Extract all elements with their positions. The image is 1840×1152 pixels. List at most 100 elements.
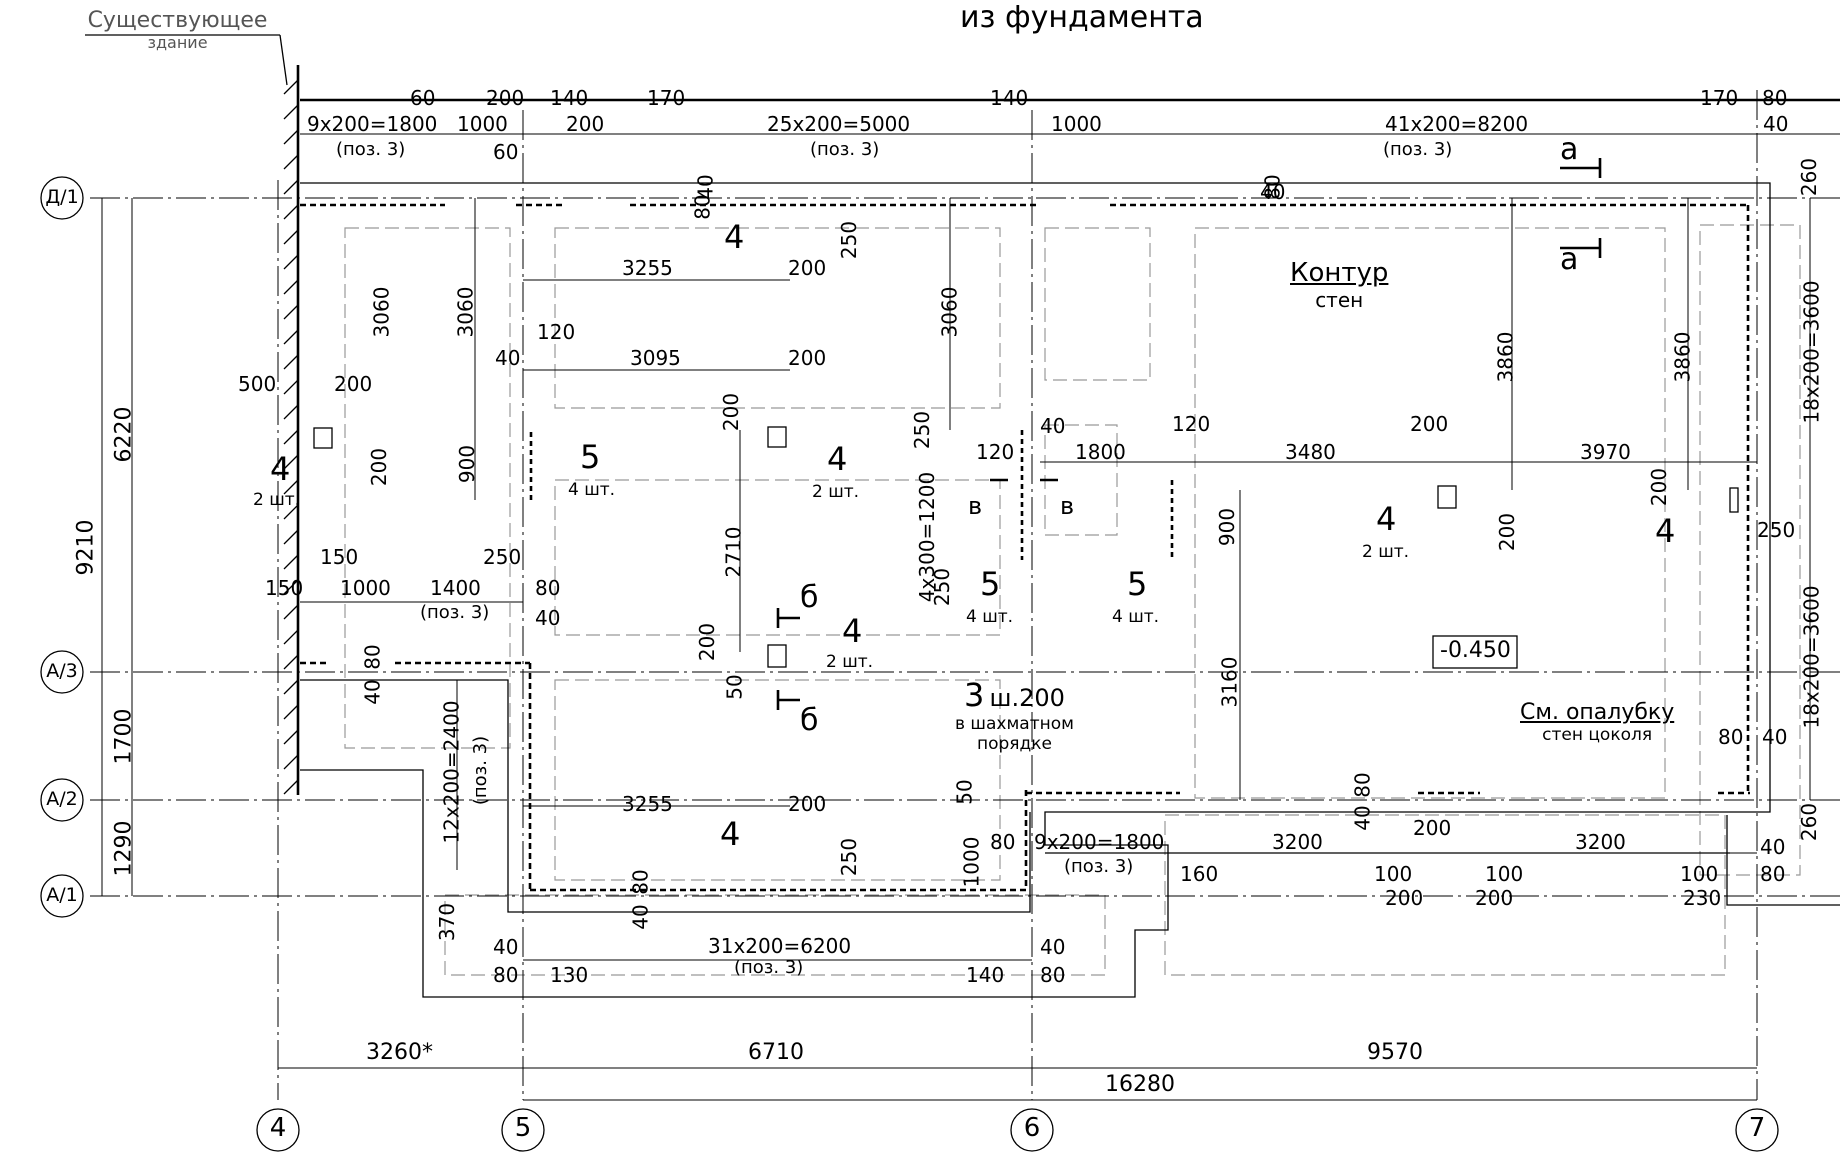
dim-3860-b: 3860 (1670, 331, 1695, 383)
dim-50-a: 50 (722, 674, 747, 700)
dim-3160: 3160 (1217, 656, 1242, 708)
dim-40-i: 40 (693, 174, 718, 200)
mark-4-e: 4 (1376, 500, 1397, 538)
dim-1000-d: 1000 (959, 836, 984, 888)
item3-header: 3 ш.200 (955, 676, 1074, 714)
top-dim-60: 60 (410, 86, 436, 110)
item3-line2: порядке (976, 734, 1052, 754)
pos-label-c: (поз. 3) (734, 957, 804, 978)
dim-3260: 3260* (366, 1040, 433, 1065)
dim-40-a: 40 (495, 346, 521, 370)
dim-200-l: 200 (1385, 886, 1424, 910)
dim-200-i: 200 (1647, 467, 1672, 507)
mark-4-b: 4 (270, 450, 291, 488)
dim-80-e: 80 (1760, 862, 1786, 886)
dim-500: 500 (238, 372, 277, 396)
footing-outlines (344, 224, 1801, 976)
mark-4-e-pcs: 2 шт. (1362, 542, 1410, 562)
mark-5-b-pcs: 4 шт. (966, 607, 1014, 627)
contour-line2: стен (1315, 288, 1364, 312)
rebar-rows (300, 203, 1750, 892)
dim-900-a: 900 (455, 444, 480, 484)
section-a-top: а (1560, 132, 1579, 167)
dim-200-h: 200 (1495, 512, 1520, 552)
existing-wall (85, 34, 300, 795)
dim-16280: 16280 (1105, 1072, 1175, 1097)
axis-label-a3: А/3 (46, 660, 78, 682)
dim-3255-b: 3255 (622, 792, 673, 816)
dim-200-g: 200 (1410, 412, 1449, 436)
dimension-lines (101, 133, 1840, 1101)
dim-200-e: 200 (719, 392, 744, 432)
dim-260-b: 260 (1797, 802, 1822, 842)
dim-9x200b: 9x200=1800 (1034, 830, 1165, 854)
top-pos-3: (поз. 3) (1383, 139, 1453, 160)
axis-label-d1: Д/1 (45, 186, 79, 208)
section-a-bottom: а (1560, 242, 1579, 277)
dim-100-b: 100 (1485, 862, 1524, 886)
section-v-left: в (968, 492, 983, 520)
level-mark: -0.450 (1440, 638, 1511, 663)
top-dim-40: 40 (1763, 112, 1789, 136)
axis-label-4: 4 (269, 1113, 287, 1143)
top-dim-41x200: 41x200=8200 (1385, 112, 1529, 136)
top-pos-2: (поз. 3) (810, 139, 880, 160)
mark-4-a: 4 (724, 218, 745, 256)
dim-40-e: 40 (1040, 935, 1066, 959)
dim-80-j: 80 (360, 644, 385, 670)
pos-label-d: (поз. 3) (1064, 856, 1134, 877)
dim-250-f: 250 (837, 837, 862, 877)
dim-80-f: 80 (1718, 725, 1744, 749)
dim-1290: 1290 (111, 820, 137, 877)
dim-200-a: 200 (788, 256, 827, 280)
contour-line1: Контур (1290, 258, 1389, 288)
existing-building-label: Существующее здание (85, 8, 270, 52)
top-dim-1000b: 1000 (1051, 112, 1102, 136)
top-dim-1000a: 1000 (457, 112, 508, 136)
dim-200-c: 200 (367, 447, 392, 487)
dim-250-d: 250 (483, 545, 522, 569)
dim-250-c: 250 (930, 567, 955, 607)
dim-40-b: 40 (1040, 414, 1066, 438)
dim-80-b: 80 (493, 963, 519, 987)
dim-150-a: 150 (320, 545, 359, 569)
dim-80-c: 80 (1040, 963, 1066, 987)
item3-spacing: ш.200 (989, 684, 1065, 712)
dim-40-g: 40 (1762, 725, 1788, 749)
dim-3970: 3970 (1580, 440, 1631, 464)
dim-100-c: 100 (1680, 862, 1719, 886)
dim-200-d: 200 (334, 372, 373, 396)
top-dim-200b: 200 (566, 112, 605, 136)
dim-6220: 6220 (111, 406, 137, 463)
dim-3060-c: 3060 (937, 286, 962, 338)
top-dim-25x200: 25x200=5000 (767, 112, 911, 136)
axis-label-6: 6 (1023, 1113, 1041, 1143)
mark-4-c-pcs: 2 шт. (812, 482, 860, 502)
dim-18x200-b: 18x200=3600 (1799, 585, 1824, 729)
pos-label-a: (поз. 3) (420, 602, 490, 623)
mark-4-d-pcs: 2 шт. (826, 652, 874, 672)
dim-3200-a: 3200 (1272, 830, 1323, 854)
mark-5-a: 5 (580, 438, 601, 476)
dim-120-b: 120 (976, 440, 1015, 464)
dim-3060-b: 3060 (453, 286, 478, 338)
dim-2710: 2710 (721, 526, 746, 578)
dim-6710: 6710 (748, 1040, 804, 1065)
axis-bubbles (40, 176, 1779, 1152)
mark-4-f: 4 (1655, 512, 1676, 550)
dim-1400: 1400 (430, 576, 481, 600)
mark-5-c-pcs: 4 шт. (1112, 607, 1160, 627)
dim-1800: 1800 (1075, 440, 1126, 464)
dim-40-l: 40 (1350, 805, 1375, 831)
dim-200-m: 200 (1475, 886, 1514, 910)
dim-80-k: 80 (1350, 772, 1375, 798)
dim-200-f: 200 (695, 622, 720, 662)
top-dim-140b: 140 (990, 86, 1029, 110)
mark-4-d: 4 (842, 612, 863, 650)
dim-3200-b: 3200 (1575, 830, 1626, 854)
dim-3480: 3480 (1285, 440, 1336, 464)
dim-50-b: 50 (952, 779, 977, 805)
dim-370: 370 (435, 902, 460, 942)
existing-building-line2: здание (147, 33, 208, 52)
